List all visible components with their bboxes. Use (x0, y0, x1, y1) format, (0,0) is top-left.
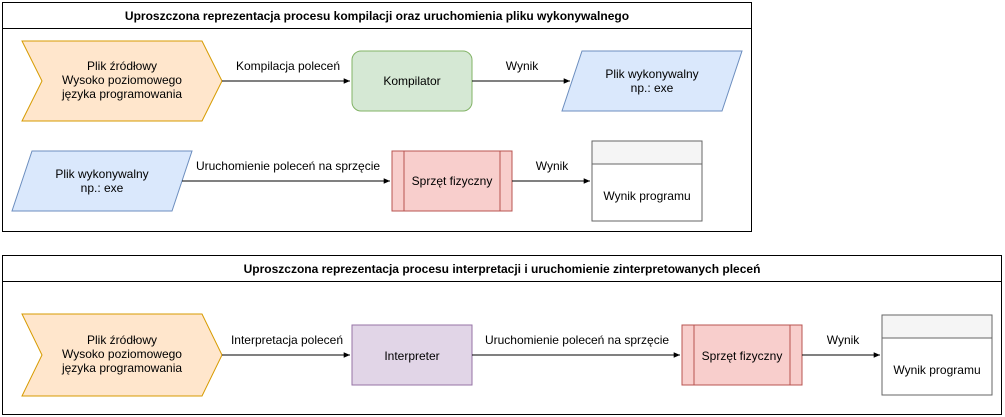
executable-output-line-1: Plik wykonywalny (605, 67, 698, 81)
hardware-node-2: Sprzęt fizyczny (681, 324, 803, 386)
program-output-node-1: Wynik programu (591, 140, 703, 222)
compilation-panel-title: Uproszczona reprezentacja procesu kompil… (3, 3, 751, 29)
program-output-1-label: Wynik programu (603, 189, 690, 203)
source-file-2-line-2: Wysoko poziomowego (62, 347, 182, 361)
result-edge-3-label: Wynik (827, 333, 861, 347)
compiler-label: Kompilator (383, 74, 440, 88)
source-file-line-1: Plik źródłowy (87, 59, 157, 73)
source-file-line-3: języka programowania (61, 87, 182, 101)
source-file-line-2: Wysoko poziomowego (62, 73, 182, 87)
program-output-2-label: Wynik programu (893, 363, 980, 377)
compiler-node: Kompilator (351, 50, 473, 112)
result-edge-2-label: Wynik (536, 159, 570, 173)
hardware-2-label: Sprzęt fizyczny (702, 349, 783, 363)
source-file-2-line-3: języka programowania (61, 361, 182, 375)
source-file-node: Plik źródłowy Wysoko poziomowego języka … (21, 40, 223, 122)
program-output-node-2: Wynik programu (881, 314, 993, 396)
interpreter-node: Interpreter (351, 324, 473, 386)
result-edge-1-label: Wynik (506, 59, 540, 73)
source-file-2-line-1: Plik źródłowy (87, 333, 157, 347)
interpreter-label: Interpreter (384, 349, 439, 363)
hardware-1-label: Sprzęt fizyczny (412, 174, 493, 188)
compile-edge-label: Kompilacja poleceń (236, 59, 340, 73)
hardware-node-1: Sprzęt fizyczny (391, 150, 513, 212)
executable-output-node: Plik wykonywalny np.: exe (561, 50, 743, 112)
executable-input-line-1: Plik wykonywalny (55, 167, 148, 181)
run-edge-1-label: Uruchomienie poleceń na sprzęcie (196, 159, 380, 173)
executable-input-line-2: np.: exe (81, 181, 124, 195)
executable-input-node: Plik wykonywalny np.: exe (11, 150, 193, 212)
source-file-node-2: Plik źródłowy Wysoko poziomowego języka … (21, 313, 223, 397)
interpret-edge-label: Interpretacja poleceń (231, 333, 343, 347)
executable-output-line-2: np.: exe (631, 81, 674, 95)
run-edge-2-label: Uruchomienie poleceń na sprzęcie (485, 333, 669, 347)
interpretation-panel-title: Uproszczona reprezentacja procesu interp… (3, 256, 1001, 282)
